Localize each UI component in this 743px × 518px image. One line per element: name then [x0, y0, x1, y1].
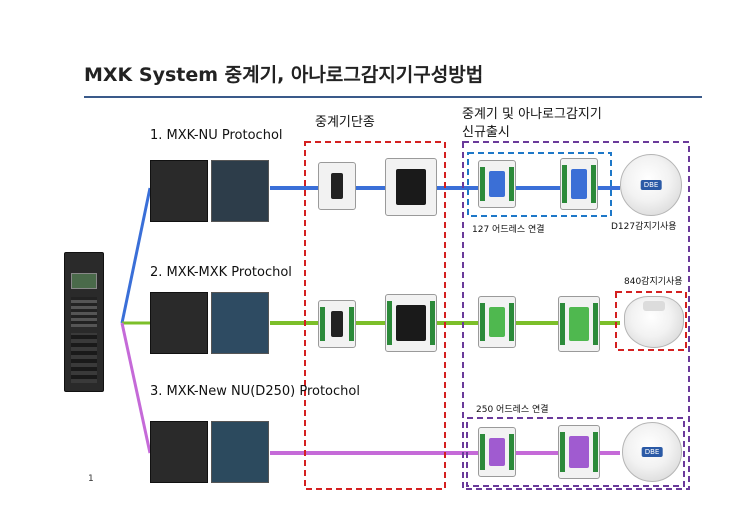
row1-cabinet: [150, 160, 208, 222]
new-release-group-box: [462, 141, 690, 490]
rack-display: [71, 273, 97, 289]
discontinued-label: 중계기단종: [315, 115, 375, 130]
new-release-label-line1: 중계기 및 아나로그감지기: [462, 107, 602, 122]
row2-relay-small-window: [331, 311, 343, 337]
row3-new-relay-2-core: [569, 436, 589, 468]
row1-new-relay-2-terminal-right: [591, 165, 596, 203]
row1-new-modules-box: [467, 152, 612, 217]
row3-new-relay-2-terminal-left: [560, 432, 565, 472]
row2-relay-large: [385, 294, 437, 352]
rack-panel: [71, 297, 97, 327]
row2-detector-cap: [643, 301, 665, 311]
row2-analog-detector: [624, 296, 684, 348]
row2-new-relay-2: [558, 296, 600, 352]
row1-new-relay-2: [560, 158, 598, 210]
row1-relay-large-window: [396, 169, 426, 205]
main-control-rack: [64, 252, 104, 392]
row1-address-note: 127 어드레스 연결: [472, 225, 545, 235]
row2-new-relay-1-terminal-right: [509, 303, 514, 341]
tree-branch-row3: [120, 322, 152, 454]
row2-new-relay-1-core: [489, 307, 505, 337]
row1-detector-badge: DBE: [640, 180, 662, 190]
row2-relay-small-terminal-left: [320, 307, 325, 341]
row3-new-relay-1-terminal-right: [509, 434, 514, 470]
row2-pcb-board: [211, 292, 269, 354]
row2-new-relay-2-core: [569, 307, 589, 341]
rack-panel-lower: [71, 333, 97, 383]
row1-relay-large: [385, 158, 437, 216]
row1-relay-small: [318, 162, 356, 210]
row2-relay-small-terminal-right: [349, 307, 354, 341]
row1-pcb-board: [211, 160, 269, 222]
row3-new-relay-2: [558, 425, 600, 479]
title-underline: [84, 96, 702, 98]
discontinued-group-box: [304, 141, 446, 490]
row1-new-relay-1-terminal-left: [480, 167, 485, 201]
row3-cabinet: [150, 421, 208, 483]
row2-relay-large-window: [396, 305, 426, 341]
row2-relay-large-terminal-left: [387, 301, 392, 345]
row3-new-relay-1-terminal-left: [480, 434, 485, 470]
row1-new-relay-1-core: [489, 171, 505, 197]
row2-detector-note: 840감지기사용: [624, 277, 683, 287]
row3-new-modules-box: [466, 417, 685, 487]
row3-new-relay-1: [478, 427, 516, 477]
new-release-label-line2: 신규출시: [462, 125, 510, 140]
row3-new-relay-1-core: [489, 438, 505, 466]
row3-address-note: 250 어드레스 연결: [476, 405, 549, 415]
row1-relay-small-window: [331, 173, 343, 199]
page-title: MXK System 중계기, 아나로그감지기구성방법: [84, 64, 484, 86]
row2-new-relay-1: [478, 296, 516, 348]
page-number: 1: [88, 474, 94, 484]
row1-new-relay-2-terminal-left: [562, 165, 567, 203]
row1-detector-note: D127감지기사용: [611, 222, 677, 232]
protocol-label-1: 1. MXK-NU Protochol: [150, 128, 283, 143]
protocol-label-2: 2. MXK-MXK Protochol: [150, 265, 292, 280]
row2-relay-large-terminal-right: [430, 301, 435, 345]
row2-new-relay-2-terminal-left: [560, 303, 565, 345]
row2-cabinet: [150, 292, 208, 354]
row3-pcb-board: [211, 421, 269, 483]
row2-new-relay-1-terminal-left: [480, 303, 485, 341]
protocol-label-3: 3. MXK-New NU(D250) Protochol: [150, 384, 360, 399]
row3-analog-detector: DBE: [622, 422, 682, 482]
row1-new-relay-2-core: [571, 169, 587, 199]
tree-branch-row1: [120, 187, 152, 324]
row1-analog-detector: DBE: [620, 154, 682, 216]
row1-new-relay-1-terminal-right: [509, 167, 514, 201]
row3-detector-badge: DBE: [641, 447, 663, 457]
row1-new-relay-1: [478, 160, 516, 208]
row2-relay-small: [318, 300, 356, 348]
row2-detector-box: [615, 291, 687, 351]
row2-new-relay-2-terminal-right: [593, 303, 598, 345]
row3-new-relay-2-terminal-right: [593, 432, 598, 472]
